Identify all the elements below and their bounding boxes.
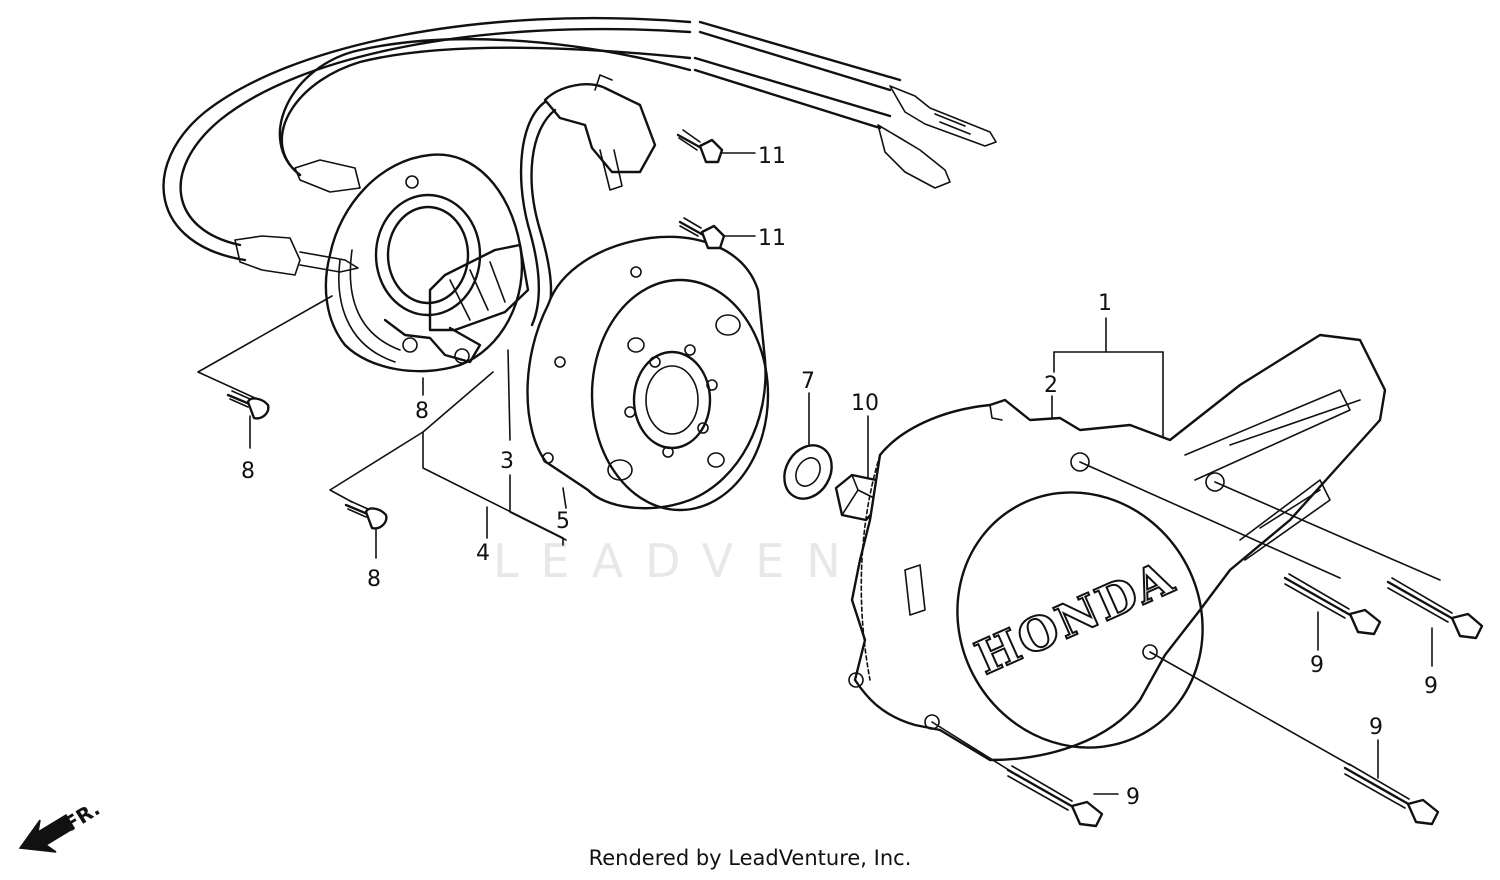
washer — [783, 444, 833, 500]
bolt-8-lower — [344, 500, 388, 530]
callout-3: 3 — [500, 449, 514, 474]
callout-9-right-upper: 9 — [1424, 674, 1438, 699]
callout-1: 1 — [1098, 291, 1112, 316]
callout-8-stator: 8 — [415, 399, 429, 424]
callout-8-upper-bolt: 8 — [241, 459, 255, 484]
bolt-9-middle — [1283, 573, 1382, 636]
callout-7: 7 — [801, 369, 815, 394]
bolt-11-upper — [676, 129, 724, 164]
bolt-9-lower — [1006, 765, 1104, 828]
callout-4: 4 — [476, 541, 490, 566]
callout-8-lower-bolt: 8 — [367, 567, 381, 592]
callout-11-upper: 11 — [758, 144, 786, 169]
arrow-icon — [18, 813, 76, 853]
crankcase-cover: HONDA — [848, 333, 1387, 762]
render-caption: Rendered by LeadVenture, Inc. — [588, 846, 912, 870]
leader-lines — [197, 152, 1441, 795]
callout-11-lower: 11 — [758, 226, 786, 251]
callout-9-lower: 9 — [1126, 785, 1140, 810]
callout-9-middle: 9 — [1310, 653, 1324, 678]
bolt-9-right-lower — [1343, 763, 1440, 826]
bolt-11-lower — [678, 217, 726, 250]
callout-10: 10 — [851, 391, 879, 416]
wire-harness — [162, 16, 997, 276]
callout-5: 5 — [556, 509, 570, 534]
callout-2: 2 — [1044, 373, 1058, 398]
bolt-8-upper — [226, 390, 270, 420]
front-direction-arrow: FR. — [18, 796, 104, 853]
bolt-9-right-upper — [1386, 577, 1484, 640]
callout-9-right-lower: 9 — [1369, 715, 1383, 740]
stator-assembly — [324, 153, 530, 373]
flywheel — [526, 235, 770, 512]
